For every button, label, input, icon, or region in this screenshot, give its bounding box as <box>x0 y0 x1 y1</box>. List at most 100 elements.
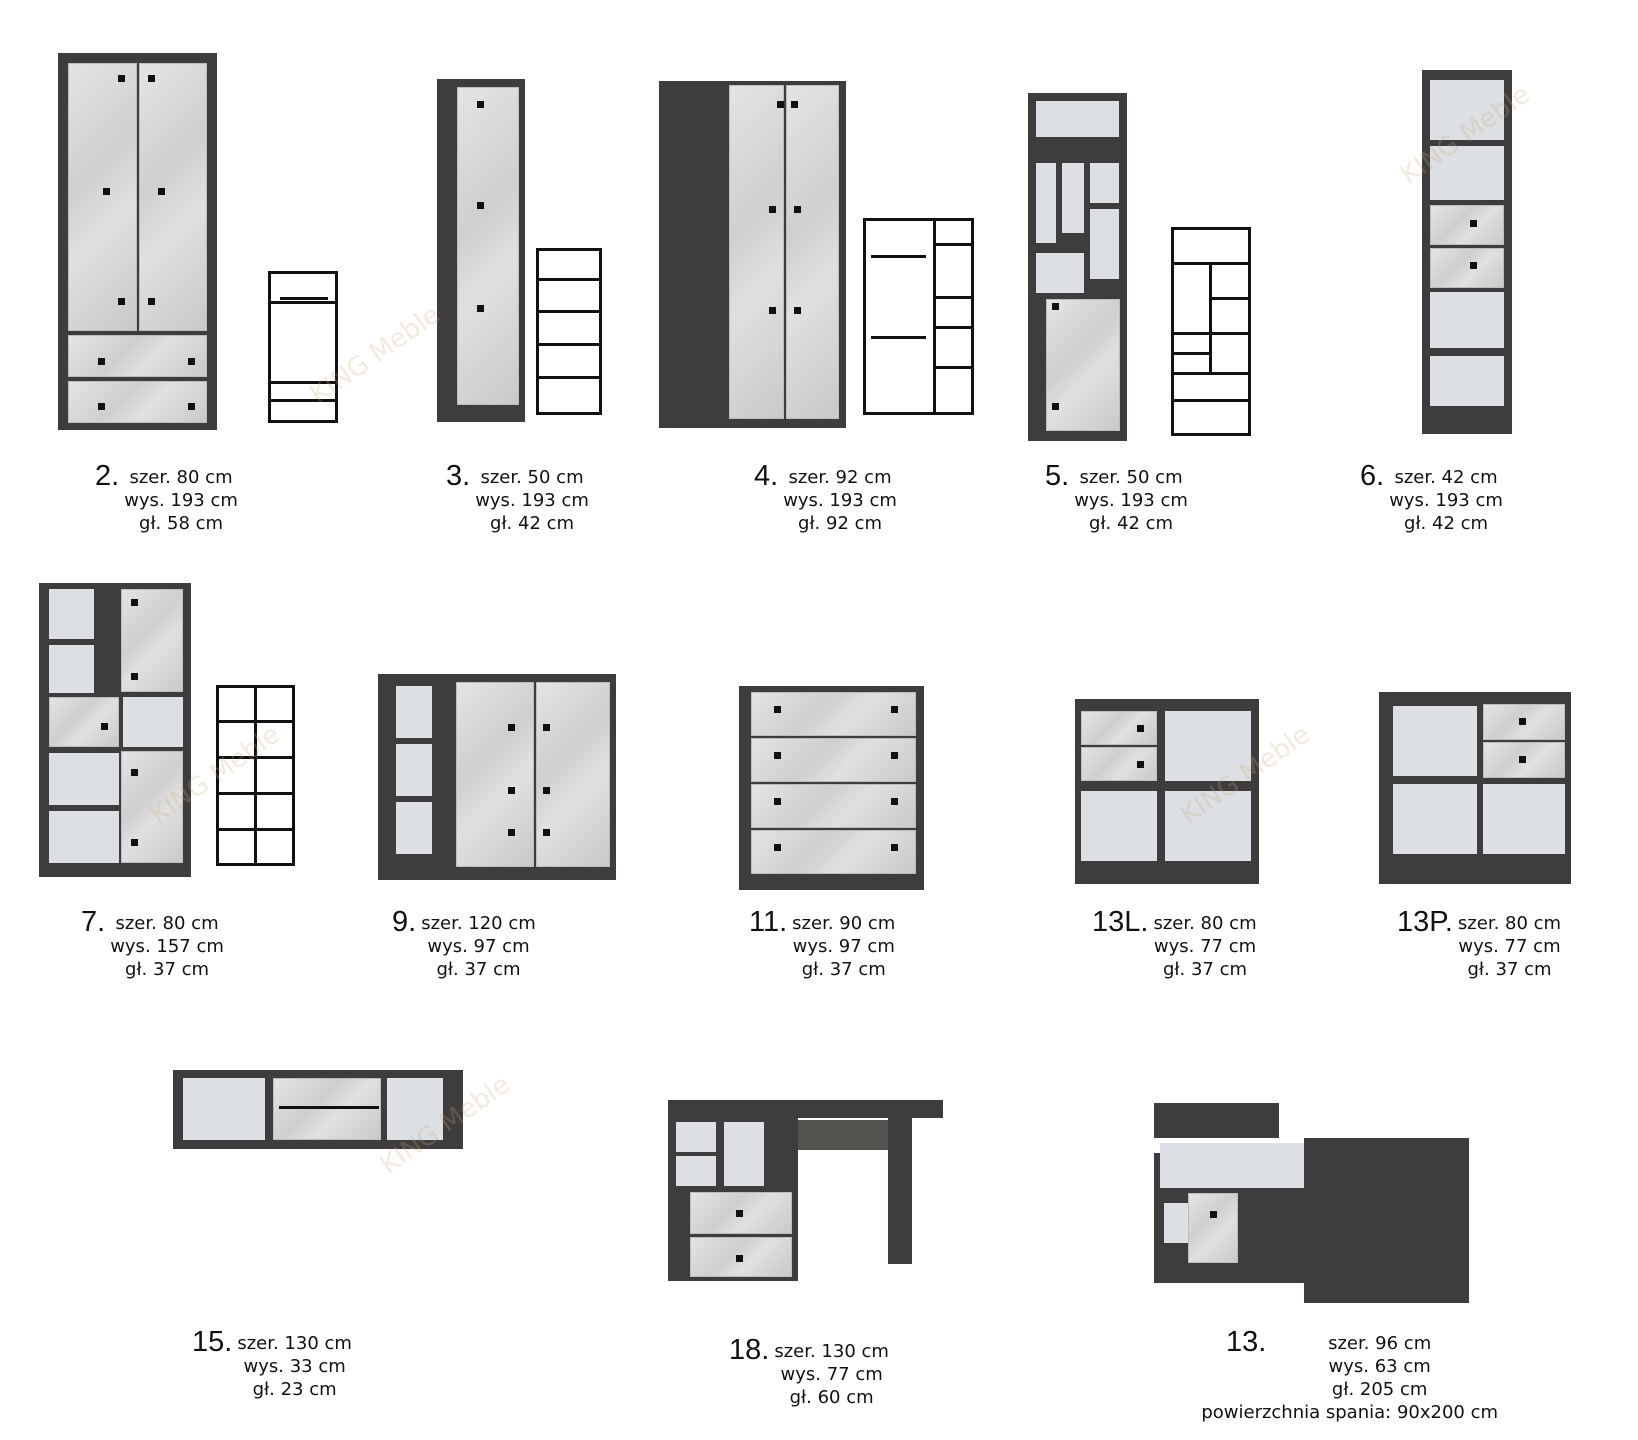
diagram-line <box>254 685 257 866</box>
item-number: 11. <box>749 906 788 938</box>
shelf-space <box>676 1122 716 1152</box>
shelf-space <box>183 1078 265 1140</box>
handle-icon <box>101 723 108 730</box>
handle-icon <box>477 101 484 108</box>
handle-icon <box>774 752 781 759</box>
handle-icon <box>118 75 125 82</box>
diagram-frame <box>268 271 338 423</box>
diagram-line <box>268 301 338 304</box>
drawer <box>751 784 916 828</box>
drawer <box>1430 205 1504 245</box>
diagram-line <box>280 297 328 300</box>
item-width: szer. 42 cm <box>1394 467 1498 488</box>
diagram-line <box>871 336 926 339</box>
handle-icon <box>98 403 105 410</box>
shelf-space <box>49 645 94 693</box>
item-depth: gł. 37 cm <box>436 959 521 980</box>
handle-icon <box>736 1255 743 1262</box>
diagram-line <box>1171 399 1251 402</box>
diagram-line <box>933 326 971 329</box>
diagram-line <box>216 828 295 831</box>
shelf-space <box>396 802 432 854</box>
shelf-space <box>273 1078 381 1140</box>
handle-icon <box>1137 761 1144 768</box>
door <box>456 682 534 867</box>
item-height: wys. 97 cm <box>792 936 895 957</box>
item-depth: gł. 42 cm <box>1404 513 1489 534</box>
handle-icon <box>477 305 484 312</box>
drawer <box>1430 248 1504 288</box>
handle-icon <box>791 101 798 108</box>
item-depth: gł. 205 cm <box>1331 1379 1428 1400</box>
shelf-space <box>1430 146 1504 200</box>
handle-icon <box>148 298 155 305</box>
handle-icon <box>794 206 801 213</box>
shelf-space <box>1062 163 1084 233</box>
handle-icon <box>891 706 898 713</box>
handle-icon <box>769 307 776 314</box>
handle-icon <box>891 844 898 851</box>
handle-icon <box>103 188 110 195</box>
handle-icon <box>1470 220 1477 227</box>
item-height: wys. 33 cm <box>243 1356 346 1377</box>
diagram-line <box>216 756 295 759</box>
shelf-space <box>1430 292 1504 348</box>
shelf-space <box>1430 80 1504 140</box>
shelf-space <box>676 1156 716 1186</box>
diagram-line <box>536 310 602 313</box>
shelf-space <box>1165 711 1251 781</box>
shelf-space <box>396 744 432 796</box>
handle-icon <box>769 206 776 213</box>
shelf <box>279 1106 379 1109</box>
handle-icon <box>1052 303 1059 310</box>
item-depth: gł. 37 cm <box>125 959 210 980</box>
handle-icon <box>543 724 550 731</box>
item-height: wys. 157 cm <box>110 936 224 957</box>
diagram-line <box>1171 352 1209 355</box>
item-height: wys. 193 cm <box>1074 490 1188 511</box>
item-width: szer. 80 cm <box>1457 913 1562 934</box>
handle-icon <box>158 188 165 195</box>
item-number: 2. <box>95 460 120 492</box>
handle-icon <box>736 1210 743 1217</box>
door <box>139 63 207 331</box>
item-width: szer. 50 cm <box>1079 467 1183 488</box>
handle-icon <box>131 839 138 846</box>
item-depth: gł. 37 cm <box>1467 959 1552 980</box>
door <box>729 85 784 419</box>
shelf-space <box>1090 209 1119 279</box>
handle-icon <box>188 403 195 410</box>
desk-leg <box>888 1114 912 1264</box>
diagram-line <box>536 376 602 379</box>
handle-icon <box>1519 756 1526 763</box>
shelf-space <box>1393 784 1477 854</box>
diagram-line <box>216 792 295 795</box>
diagram-frame <box>536 248 602 415</box>
shelf-space <box>1081 791 1157 861</box>
diagram-line <box>933 366 971 369</box>
handle-icon <box>1470 262 1477 269</box>
door <box>536 682 610 867</box>
item-width: szer. 130 cm <box>774 1341 889 1362</box>
diagram-line <box>268 381 338 384</box>
door <box>786 85 839 419</box>
item-width: szer. 92 cm <box>788 467 892 488</box>
shelf-space <box>387 1078 443 1140</box>
item-depth: gł. 92 cm <box>798 513 883 534</box>
handle-icon <box>891 798 898 805</box>
item-height: wys. 193 cm <box>1389 490 1503 511</box>
drawer <box>751 738 916 782</box>
mattress <box>1160 1143 1310 1188</box>
item-height: wys. 193 cm <box>783 490 897 511</box>
diagram-line <box>933 243 971 246</box>
diagram-line <box>1171 372 1251 375</box>
item-number: 3. <box>446 460 471 492</box>
door <box>49 697 119 747</box>
